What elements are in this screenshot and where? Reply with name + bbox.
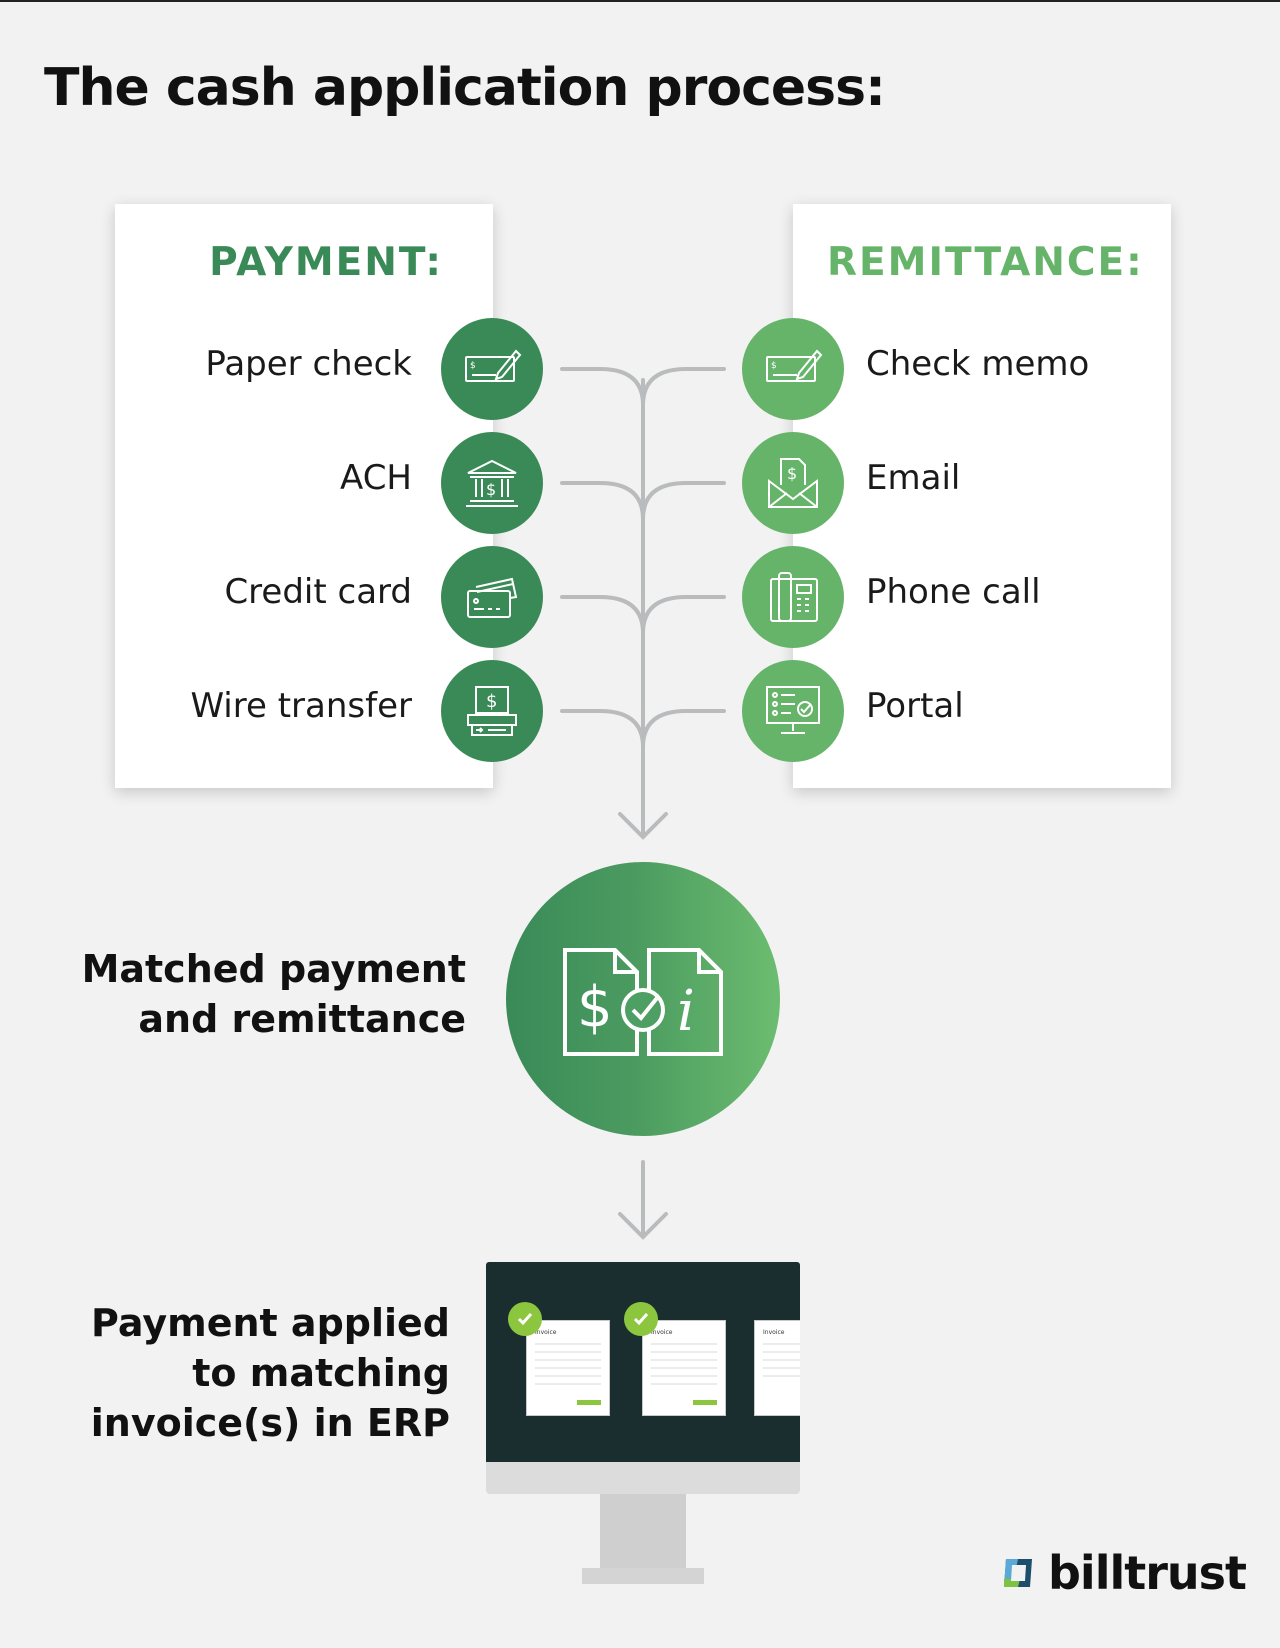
- invoice-title: Invoice: [651, 1329, 673, 1336]
- remittance-item-label: Check memo: [866, 344, 1090, 384]
- invoice-document: Invoice: [642, 1320, 726, 1416]
- monitor-stand: [600, 1494, 686, 1568]
- remittance-item-label: Phone call: [866, 572, 1041, 612]
- payment-heading: PAYMENT:: [209, 240, 443, 285]
- matched-line-1: Matched payment: [81, 947, 466, 991]
- remittance-item-label: Email: [866, 458, 961, 498]
- svg-text:i: i: [677, 979, 695, 1044]
- matched-label: Matched payment and remittance: [82, 944, 466, 1044]
- matched-documents-icon: $ i: [563, 948, 723, 1056]
- credit-card-icon: [441, 546, 543, 648]
- payment-item-label: Wire transfer: [190, 686, 412, 726]
- payment-item-label: Paper check: [205, 344, 412, 384]
- payment-item-label: Credit card: [224, 572, 412, 612]
- remittance-item-label: Portal: [866, 686, 964, 726]
- top-border: [0, 0, 1280, 2]
- svg-text:$: $: [486, 480, 496, 499]
- svg-text:$: $: [771, 361, 777, 371]
- svg-text:$: $: [787, 464, 797, 483]
- monitor-base: [582, 1568, 704, 1584]
- svg-text:$: $: [577, 975, 613, 1040]
- matched-line-2: and remittance: [138, 997, 466, 1041]
- check-memo-icon: $: [742, 318, 844, 420]
- remittance-card: REMITTANCE:: [793, 204, 1171, 788]
- invoice-document: Invoice: [754, 1320, 800, 1416]
- checkmark-icon: [508, 1302, 542, 1336]
- monitor-bezel: [486, 1462, 800, 1494]
- payment-card: PAYMENT:: [115, 204, 493, 788]
- bank-icon: $: [441, 432, 543, 534]
- matched-circle: $ i: [506, 862, 780, 1136]
- invoice-title: Invoice: [535, 1329, 557, 1336]
- checkmark-icon: [624, 1302, 658, 1336]
- applied-line-1: Payment applied: [91, 1301, 450, 1345]
- invoice-title: Invoice: [763, 1329, 785, 1336]
- phone-icon: [742, 546, 844, 648]
- erp-monitor-screen: Invoice Invoice Invoice: [486, 1262, 800, 1462]
- billtrust-logo-icon: [1004, 1559, 1032, 1587]
- check-icon: $: [441, 318, 543, 420]
- remittance-heading: REMITTANCE:: [827, 240, 1144, 285]
- applied-line-2: to matching: [192, 1351, 450, 1395]
- applied-label: Payment applied to matching invoice(s) i…: [91, 1298, 450, 1448]
- billtrust-logo: billtrust: [998, 1546, 1247, 1600]
- applied-line-3: invoice(s) in ERP: [90, 1401, 450, 1445]
- invoice-document: Invoice: [526, 1320, 610, 1416]
- svg-text:$: $: [486, 691, 497, 712]
- billtrust-wordmark: billtrust: [1048, 1546, 1247, 1600]
- wire-transfer-icon: $: [441, 660, 543, 762]
- portal-icon: [742, 660, 844, 762]
- payment-item-label: ACH: [340, 458, 412, 498]
- email-icon: $: [742, 432, 844, 534]
- page-title: The cash application process:: [44, 58, 886, 118]
- svg-text:$: $: [470, 361, 476, 371]
